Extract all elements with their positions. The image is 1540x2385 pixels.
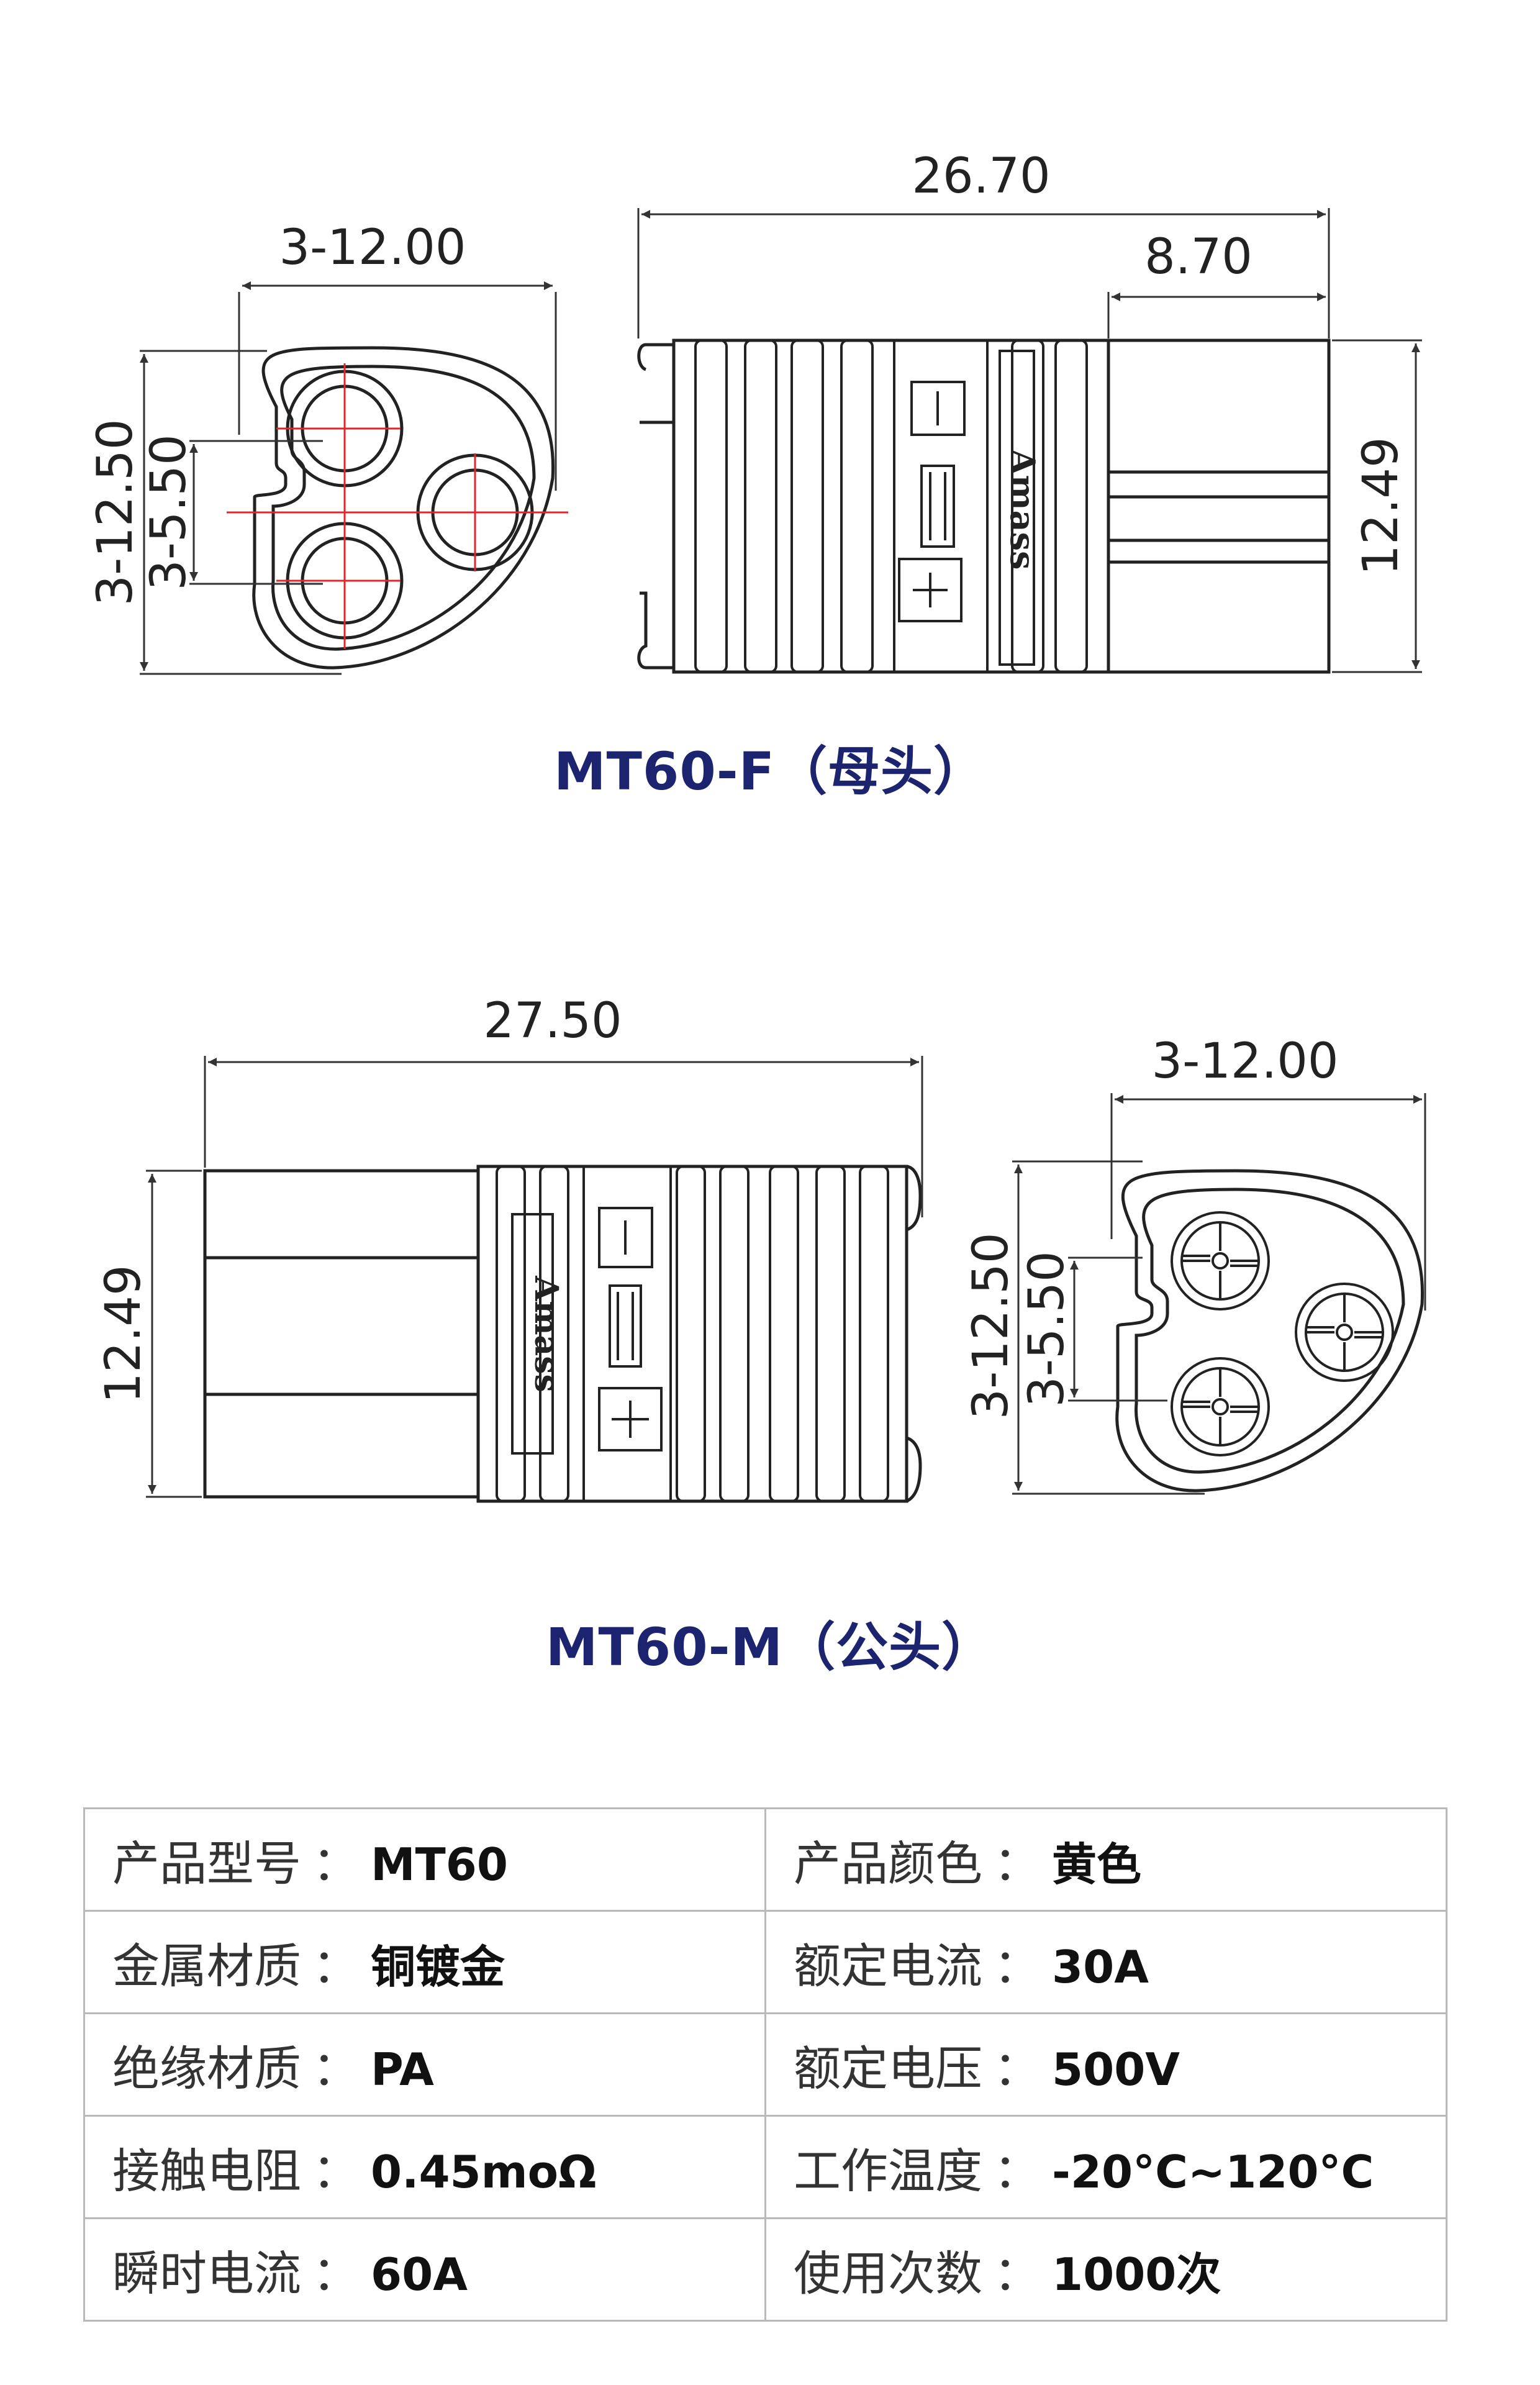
male-caption: MT60-M（公头）	[545, 1617, 995, 1678]
male-side-dims	[146, 1056, 923, 1498]
female-front-dims	[140, 281, 557, 675]
spec-label: 产品颜色	[794, 1836, 982, 1891]
spec-label: 瞬时电流	[112, 2246, 301, 2301]
female-outer-height-dim: 3-12.50	[88, 419, 143, 606]
female-side-dims	[637, 208, 1422, 673]
spec-separator: ：	[312, 2246, 360, 2301]
spec-value: 60A	[371, 2248, 468, 2301]
spec-cell: 产品颜色：黄色	[764, 1807, 1447, 1912]
spec-separator: ：	[312, 2041, 360, 2096]
male-brand-mark: Amass	[527, 1275, 565, 1392]
table-row: 瞬时电流：60A 使用次数：1000次	[83, 2217, 1447, 2322]
spec-value: 0.45moΩ	[371, 2146, 597, 2198]
male-ribs	[496, 1165, 889, 1502]
spec-table: 产品型号：MT60 产品颜色：黄色 金属材质：铜镀金 额定电流：30A 绝缘材质…	[83, 1807, 1447, 2322]
spec-value: 黄色	[1052, 1838, 1142, 1891]
spec-separator: ：	[312, 2143, 360, 2199]
spec-separator: ：	[312, 1938, 360, 1994]
spec-label: 绝缘材质	[112, 2041, 301, 2096]
table-row: 金属材质：铜镀金 额定电流：30A	[83, 1910, 1447, 2014]
spec-label: 使用次数	[794, 2246, 982, 2301]
spec-label: 额定电流	[794, 1938, 982, 1994]
female-brand-mark: Amass	[1003, 448, 1043, 570]
spec-cell: 额定电压：500V	[764, 2012, 1447, 2117]
female-minus-box	[910, 381, 966, 436]
spec-cell: 金属材质：铜镀金	[83, 1910, 766, 2014]
female-front-view	[227, 346, 568, 670]
spec-value: 铜镀金	[371, 1941, 505, 1993]
female-length-dim: 26.70	[912, 148, 1050, 204]
male-front-dims	[1012, 1093, 1426, 1495]
male-polarity	[598, 1207, 663, 1451]
female-nose-dim: 8.70	[1144, 229, 1252, 285]
female-caption: MT60-F（母头）	[553, 741, 987, 802]
spec-cell: 工作温度：-20°C~120°C	[764, 2115, 1447, 2219]
male-length-dim: 27.50	[483, 993, 622, 1049]
female-inner-height-dim: 3-5.50	[141, 434, 197, 590]
male-plus-box	[598, 1387, 663, 1451]
spec-value: 1000次	[1052, 2248, 1221, 2301]
spec-value: 500V	[1052, 2043, 1180, 2096]
spec-label: 金属材质	[112, 1938, 301, 1994]
spec-cell: 绝缘材质：PA	[83, 2012, 766, 2117]
female-side-view	[637, 338, 1331, 674]
spec-cell: 产品型号：MT60	[83, 1807, 766, 1912]
spec-cell: 瞬时电流：60A	[83, 2217, 766, 2322]
spec-separator: ：	[994, 2143, 1041, 2199]
spec-value: MT60	[371, 1838, 508, 1891]
spec-separator: ：	[994, 1836, 1041, 1891]
female-plus-box	[898, 558, 962, 622]
spec-separator: ：	[312, 1836, 360, 1891]
spec-label: 工作温度	[794, 2143, 982, 2199]
table-row: 接触电阻：0.45moΩ 工作温度：-20°C~120°C	[83, 2115, 1447, 2219]
female-polarity	[898, 381, 966, 622]
male-inner-height-dim: 3-5.50	[1019, 1251, 1075, 1407]
spec-separator: ：	[994, 1938, 1041, 1994]
male-minus-box	[598, 1207, 653, 1268]
table-row: 产品型号：MT60 产品颜色：黄色	[83, 1807, 1447, 1912]
spec-separator: ：	[994, 2246, 1041, 2301]
female-body-height-dim: 12.49	[1353, 437, 1409, 575]
spec-cell: 额定电流：30A	[764, 1910, 1447, 2014]
male-pitch-dim: 3-12.00	[1151, 1034, 1338, 1089]
spec-label: 接触电阻	[112, 2143, 301, 2199]
male-outer-height-dim: 3-12.50	[963, 1232, 1019, 1419]
spec-value: 30A	[1052, 1941, 1149, 1993]
female-ribs	[694, 339, 1088, 673]
male-body-height-dim: 12.49	[96, 1265, 152, 1403]
table-row: 绝缘材质：PA 额定电压：500V	[83, 2012, 1447, 2117]
female-pitch-dim: 3-12.00	[279, 220, 466, 276]
spec-label: 额定电压	[794, 2041, 982, 2096]
spec-value: PA	[371, 2043, 434, 2096]
male-front-view	[1115, 1169, 1424, 1492]
spec-value: -20°C~120°C	[1052, 2146, 1374, 2198]
spec-cell: 使用次数：1000次	[764, 2217, 1447, 2322]
spec-separator: ：	[994, 2041, 1041, 2096]
spec-label: 产品型号	[112, 1836, 301, 1891]
spec-cell: 接触电阻：0.45moΩ	[83, 2115, 766, 2219]
male-pins	[1171, 1211, 1394, 1456]
technical-drawing: 3-12.00 3-12.50 3-5.50 Amass	[88, 148, 1426, 1503]
